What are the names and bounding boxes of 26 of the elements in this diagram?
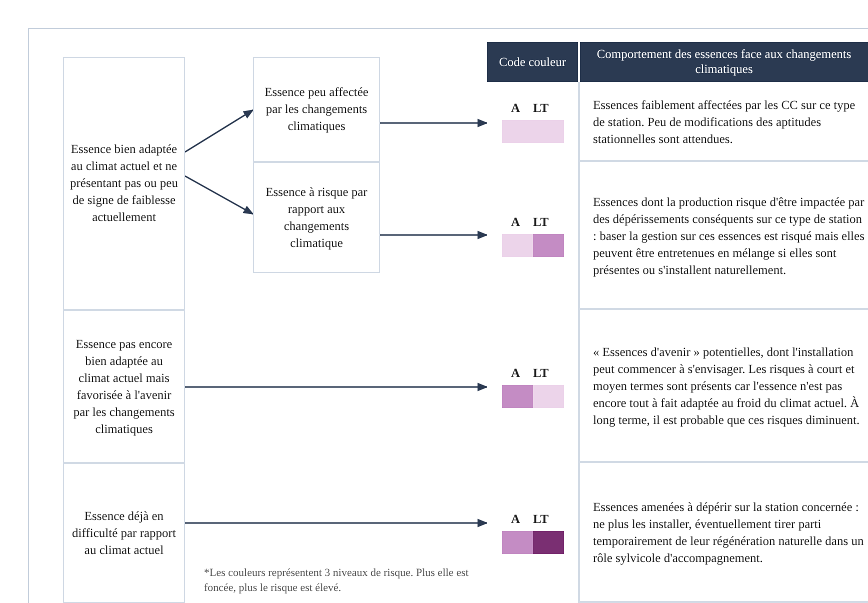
period-letter: A [511, 101, 520, 116]
arrow [185, 382, 488, 392]
period-letter: LT [533, 366, 549, 380]
period-letter: LT [533, 215, 549, 230]
category-box: Essence bien adaptée au climat actuel et ne présentant pas ou peu de signe de faiblesse actuellement [63, 57, 185, 310]
arrow [185, 518, 488, 528]
category-box: Essence déjà en difficulté par rapport au climat actuel [63, 463, 185, 603]
category-box: Essence peu affectée par les changements climatiques [253, 57, 380, 162]
column-header: Code couleur [487, 42, 578, 82]
arrow [184, 175, 254, 215]
column-header: Comportement des essences face aux changements climatiques [580, 42, 868, 82]
footnote: *Les couleurs représentent 3 niveaux de risque. Plus elle est foncée, plus le risque est élevé. [204, 566, 470, 596]
description-text: Essences dont la production risque d'être impactée par des dépérissements conséquents sur ce type de station : baser la gestion sur ces essences est risqué mais elles peuvent être entretenues en mélange si elles sont présentes ou s'installent naturellement. [593, 194, 865, 278]
period-letter: A [511, 366, 520, 380]
arrow [380, 230, 488, 240]
description-text: « Essences d'avenir » potentielles, dont l'installation peut commencer à s'envisager. Les risques à court et moyen termes sont présents car l'essence n'est pas encore tout à fait adaptée au froid du climat actuel. À long terme, il est probable que ces risques diminuent. [593, 344, 861, 429]
category-box: Essence pas encore bien adaptée au climat actuel mais favorisée à l'avenir par les changements climatiques [63, 310, 185, 463]
period-letter: A [511, 215, 520, 230]
period-letter: A [511, 512, 520, 527]
description-text: Essences faiblement affectées par les CC sur ce type de station. Peu de modifications des aptitudes stationnelles sont attendues. [593, 96, 856, 148]
period-letter: LT [533, 101, 549, 116]
arrow [380, 118, 488, 128]
category-box: Essence à risque par rapport aux changements climatique [253, 162, 380, 273]
description-text: Essences amenées à dépérir sur la station concernée : ne plus les installer, éventuellement tirer parti temporairement de leur régénération naturelle dans un rôle sylvicole d'accompagnement. [593, 499, 865, 567]
period-letter: LT [533, 512, 549, 527]
arrow [184, 109, 254, 153]
